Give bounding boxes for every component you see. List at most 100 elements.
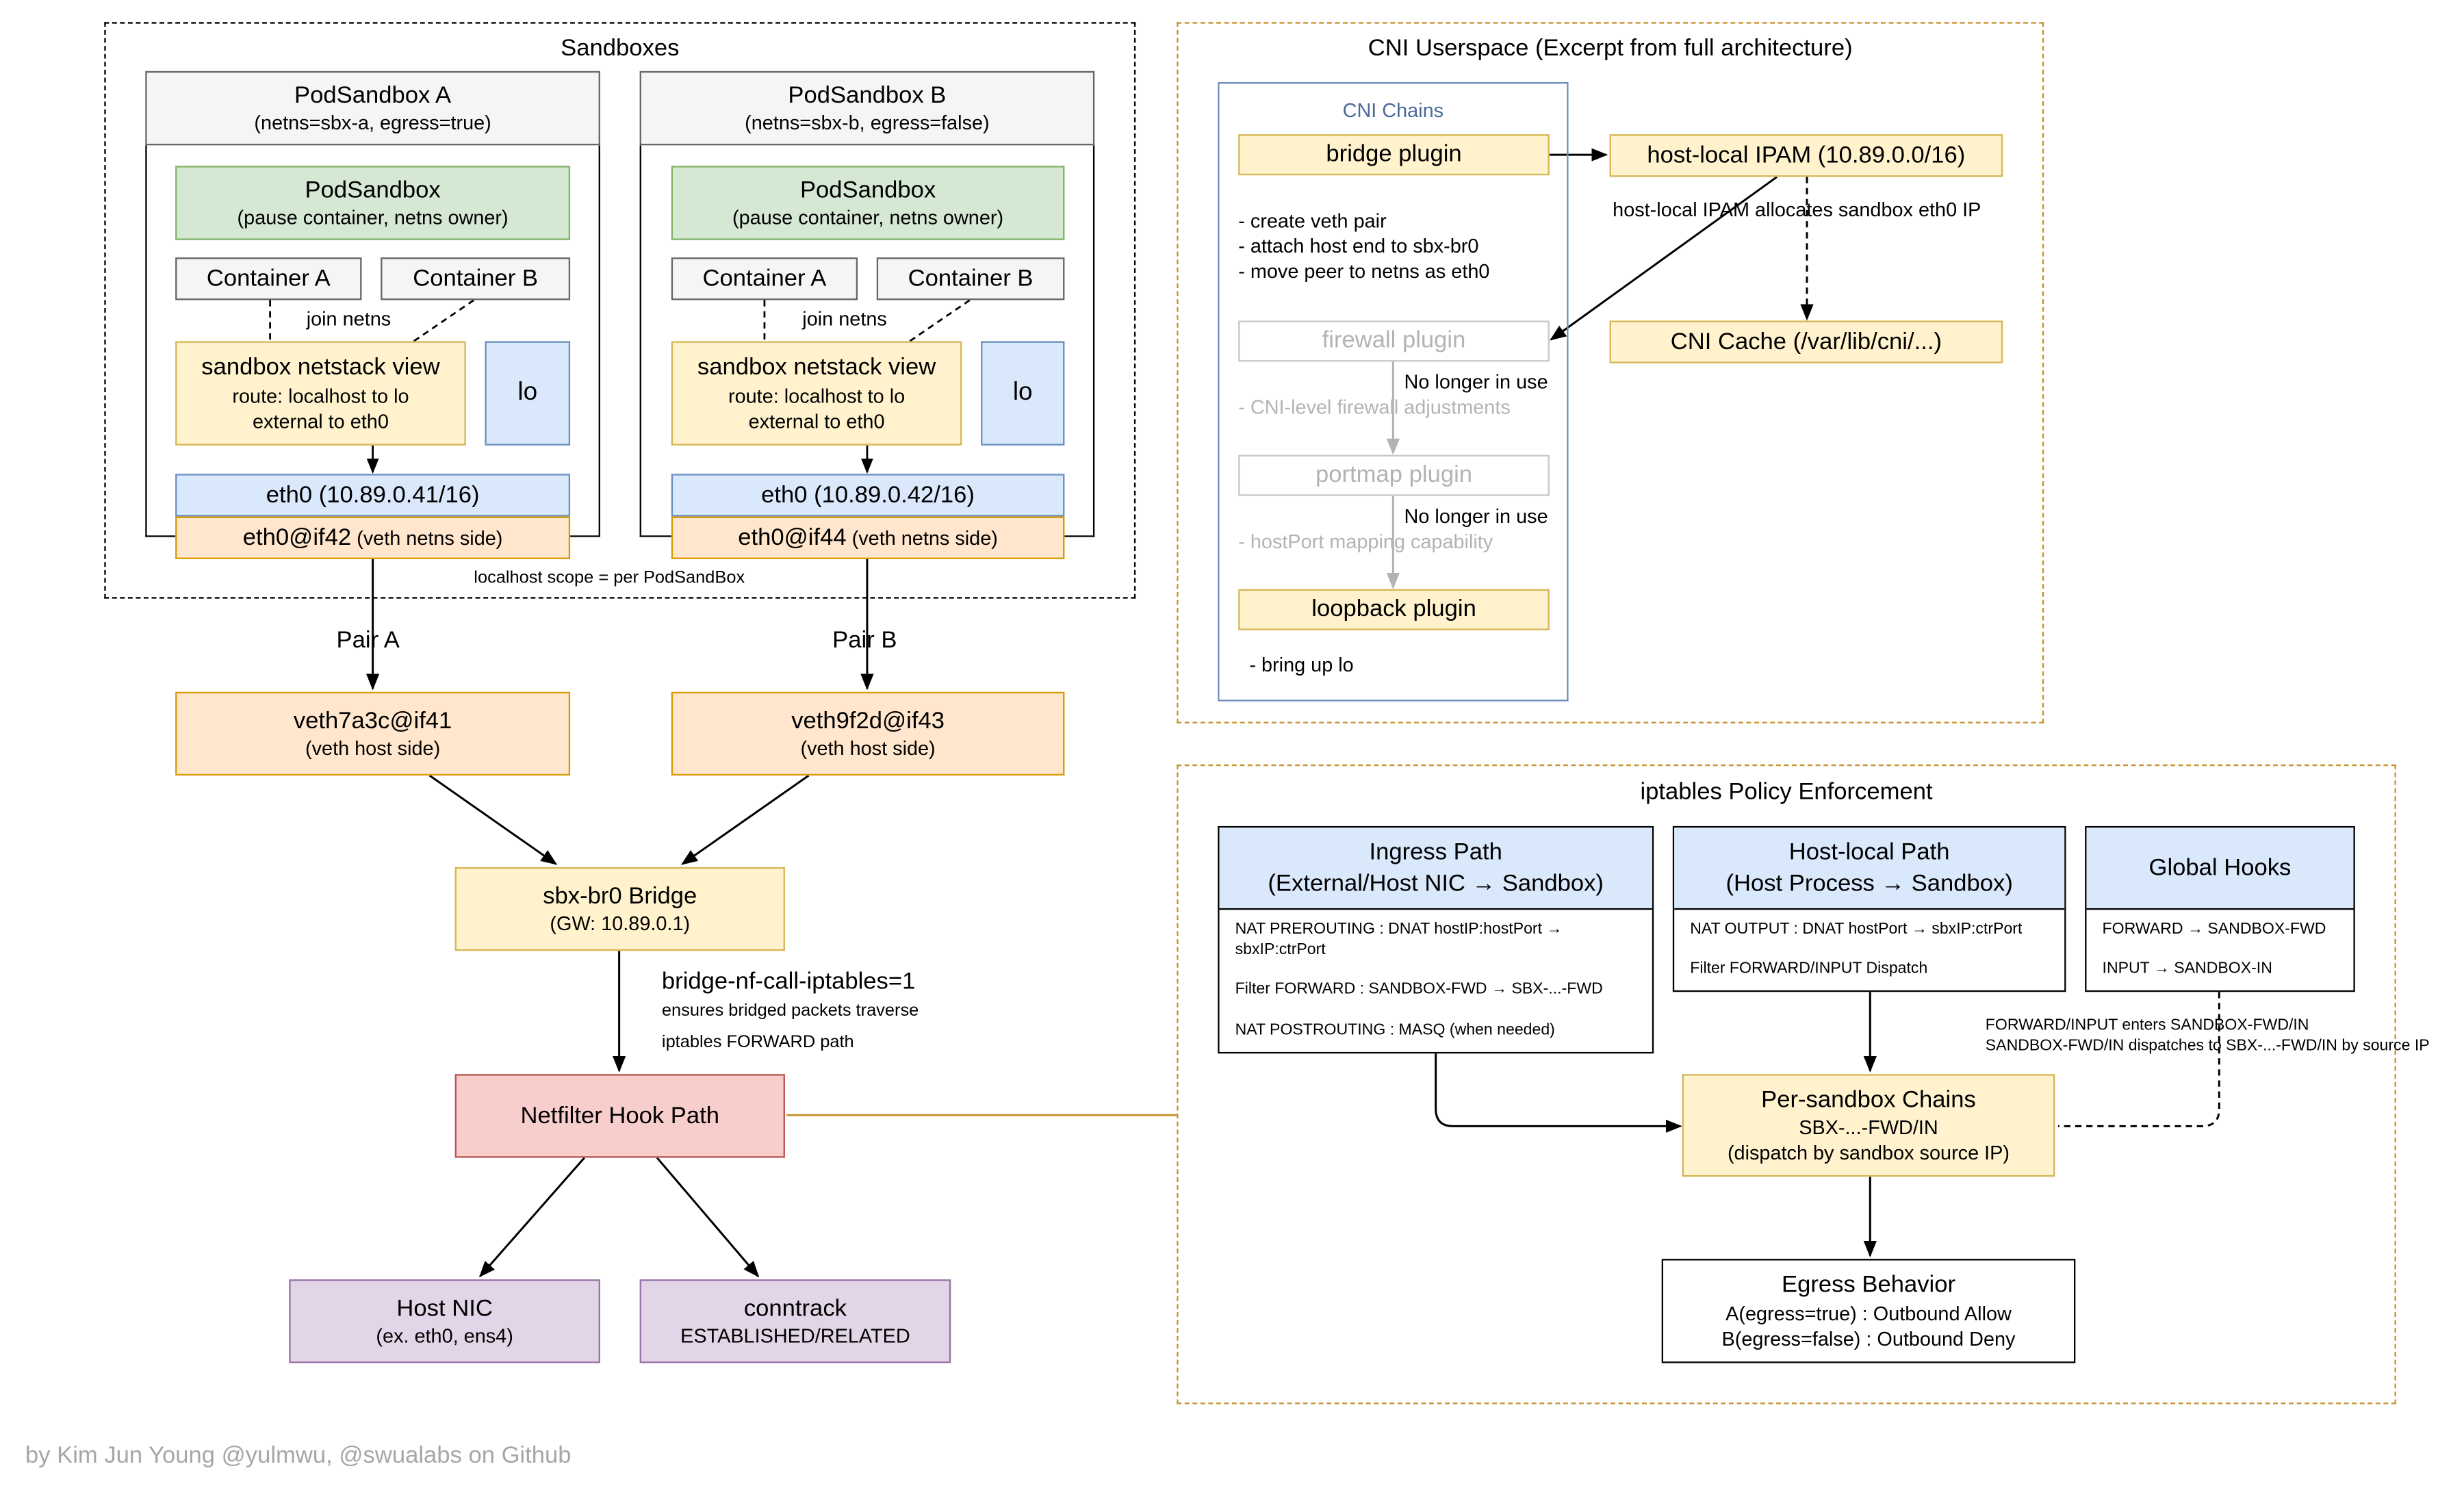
netstack-view-b-title: sandbox netstack view — [697, 354, 936, 382]
netstack-view-a: sandbox netstack view route: localhost t… — [175, 341, 466, 446]
podsandbox-a-name: PodSandbox A — [294, 81, 452, 110]
netfilter-hook-path: Netfilter Hook Path — [454, 1074, 785, 1158]
iptables-title: iptables Policy Enforcement — [1640, 778, 1933, 806]
author-credit: by Kim Jun Young @yulmwu, @swualabs on G… — [25, 1441, 572, 1470]
global-rule-forward: FORWARD → SANDBOX-FWD — [2102, 921, 2326, 938]
netstack-view-a-title: sandbox netstack view — [201, 354, 440, 382]
join-line-a2 — [413, 299, 475, 342]
ingress-rule-forward: Filter FORWARD : SANDBOX-FWD → SBX-...-F… — [1235, 981, 1603, 999]
veth-host-b: veth9f2d@if43 (veth host side) — [671, 691, 1065, 776]
veth-b-to-bridge — [680, 774, 810, 865]
ingress-to-persandbox — [1435, 1053, 1682, 1133]
bridge-gateway: (GW: 10.89.0.1) — [550, 913, 691, 936]
per-sandbox-chains: Per-sandbox Chains SBX-...-FWD/IN (dispa… — [1682, 1074, 2055, 1177]
firewall-plugin: firewall plugin — [1238, 320, 1550, 362]
host-nic-sub: (ex. eth0, ens4) — [376, 1325, 513, 1348]
join-netns-label-b: join netns — [802, 308, 887, 331]
podsandbox-a-meta: (netns=sbx-a, egress=true) — [254, 112, 491, 135]
veth-host-a: veth7a3c@if41 (veth host side) — [175, 691, 571, 776]
ingress-path-subtitle: (External/Host NIC → Sandbox) — [1268, 869, 1604, 897]
ingress-path-header: Ingress Path (External/Host NIC → Sandbo… — [1219, 828, 1652, 910]
ingress-path-title: Ingress Path — [1369, 838, 1502, 866]
container-b-in-sbx-a: Container B — [381, 257, 571, 300]
container-a-in-sbx-a: Container A — [175, 257, 362, 300]
bridge-plugin-desc-2: - attach host end to sbx-br0 — [1238, 235, 1479, 258]
global-hooks-title: Global Hooks — [2148, 854, 2292, 882]
netstack-view-b-external: external to eth0 — [748, 410, 885, 433]
per-sandbox-chains-title: Per-sandbox Chains — [1761, 1086, 1976, 1114]
ingress-rule-prerouting: NAT PREROUTING : DNAT hostIP:hostPort → … — [1235, 921, 1567, 958]
global-hooks-note-l1: FORWARD/INPUT enters SANDBOX-FWD/IN — [1985, 1017, 2309, 1035]
pair-b-label: Pair B — [832, 627, 897, 654]
ingress-rule-postrouting: NAT POSTROUTING : MASQ (when needed) — [1235, 1021, 1555, 1039]
cni-userspace-group — [1177, 22, 2044, 723]
bridge-plugin-desc-1: - create veth pair — [1238, 209, 1387, 233]
veth-host-a-title: veth7a3c@if41 — [293, 707, 452, 734]
host-local-path-title: Host-local Path — [1788, 838, 1950, 866]
bridge-plugin-desc-3: - move peer to netns as eth0 — [1238, 260, 1490, 283]
netfilter-to-conntrack — [656, 1157, 760, 1278]
pause-container-a-sub: (pause container, netns owner) — [237, 207, 509, 229]
lo-a: lo — [485, 341, 571, 446]
netfilter-to-hostnic — [478, 1157, 585, 1278]
cni-chains-frame — [1218, 82, 1569, 702]
portmap-plugin: portmap plugin — [1238, 454, 1550, 496]
firewall-plugin-desc: - CNI-level firewall adjustments — [1238, 396, 1511, 419]
pause-container-b-title: PodSandbox — [799, 177, 936, 204]
bridge-title: sbx-br0 Bridge — [543, 882, 697, 910]
global-hooks-rules: FORWARD → SANDBOX-FWD INPUT → SANDBOX-IN — [2086, 910, 2353, 990]
podsandbox-b-meta: (netns=sbx-b, egress=false) — [745, 112, 990, 135]
host-local-path-rules: NAT OUTPUT : DNAT hostPort → sbxIP:ctrPo… — [1674, 910, 2064, 990]
veth-host-a-sub: (veth host side) — [305, 737, 441, 760]
global-hooks-table: Global Hooks FORWARD → SANDBOX-FWD INPUT… — [2085, 825, 2355, 992]
sbx-br0-bridge: sbx-br0 Bridge (GW: 10.89.0.1) — [454, 867, 785, 951]
veth-netns-b: eth0@if44 (veth netns side) — [671, 516, 1065, 559]
host-local-path-table: Host-local Path (Host Process → Sandbox)… — [1672, 825, 2066, 992]
veth-a-to-bridge — [428, 774, 558, 865]
localhost-scope-note: localhost scope = per PodSandBox — [474, 568, 745, 588]
bridge-nf-note-l1: ensures bridged packets traverse — [661, 1001, 919, 1021]
pause-container-a-title: PodSandbox — [305, 177, 441, 204]
ipam-to-firewall — [1550, 176, 1778, 341]
host-local-rule-dispatch: Filter FORWARD/INPUT Dispatch — [1690, 959, 1928, 977]
per-sandbox-chains-name: SBX-...-FWD/IN — [1799, 1116, 1938, 1140]
global-rule-input: INPUT → SANDBOX-IN — [2102, 959, 2272, 977]
global-to-persandbox — [2057, 992, 2220, 1127]
sandboxes-group — [104, 22, 1136, 599]
egress-behavior: Egress Behavior A(egress=true) : Outboun… — [1661, 1259, 2076, 1363]
pause-container-b: PodSandbox (pause container, netns owner… — [671, 166, 1065, 240]
cni-cache: CNI Cache (/var/lib/cni/...) — [1609, 320, 2003, 363]
egress-behavior-allow: A(egress=true) : Outbound Allow — [1725, 1302, 2012, 1325]
pair-a-label: Pair A — [336, 627, 400, 654]
netstack-view-a-route: route: localhost to lo — [232, 385, 409, 407]
iptables-group — [1177, 764, 2396, 1404]
veth-host-b-sub: (veth host side) — [800, 737, 936, 760]
portmap-no-longer-in-use: No longer in use — [1404, 505, 1548, 528]
veth-netns-b-note: (veth netns side) — [846, 526, 998, 549]
veth-netns-a-note: (veth netns side) — [351, 526, 503, 549]
host-nic-title: Host NIC — [396, 1295, 493, 1322]
egress-behavior-title: Egress Behavior — [1782, 1272, 1956, 1299]
ipam-note: host-local IPAM allocates sandbox eth0 I… — [1613, 198, 1981, 222]
netstack-view-b: sandbox netstack view route: localhost t… — [671, 341, 962, 446]
netstack-view-a-external: external to eth0 — [253, 410, 389, 433]
conntrack-title: conntrack — [743, 1295, 847, 1322]
host-local-path-subtitle: (Host Process → Sandbox) — [1725, 869, 2013, 897]
join-line-b2 — [909, 299, 971, 342]
veth-netns-a: eth0@if42 (veth netns side) — [175, 516, 571, 559]
firewall-no-longer-in-use: No longer in use — [1404, 371, 1548, 394]
bridge-nf-note-l2: iptables FORWARD path — [661, 1033, 854, 1052]
netstack-view-b-route: route: localhost to lo — [728, 385, 906, 407]
ingress-path-rules: NAT PREROUTING : DNAT hostIP:hostPort → … — [1220, 910, 1652, 1052]
lo-b: lo — [981, 341, 1065, 446]
per-sandbox-chains-dispatch: (dispatch by sandbox source IP) — [1727, 1142, 2010, 1164]
veth-netns-b-name: eth0@if44 — [738, 524, 847, 552]
host-local-rule-output: NAT OUTPUT : DNAT hostPort → sbxIP:ctrPo… — [1690, 921, 2023, 938]
eth0-b: eth0 (10.89.0.42/16) — [671, 474, 1065, 517]
host-local-ipam: host-local IPAM (10.89.0.0/16) — [1609, 134, 2003, 177]
egress-behavior-deny: B(egress=false) : Outbound Deny — [1721, 1327, 2016, 1350]
veth-netns-a-name: eth0@if42 — [242, 524, 352, 552]
